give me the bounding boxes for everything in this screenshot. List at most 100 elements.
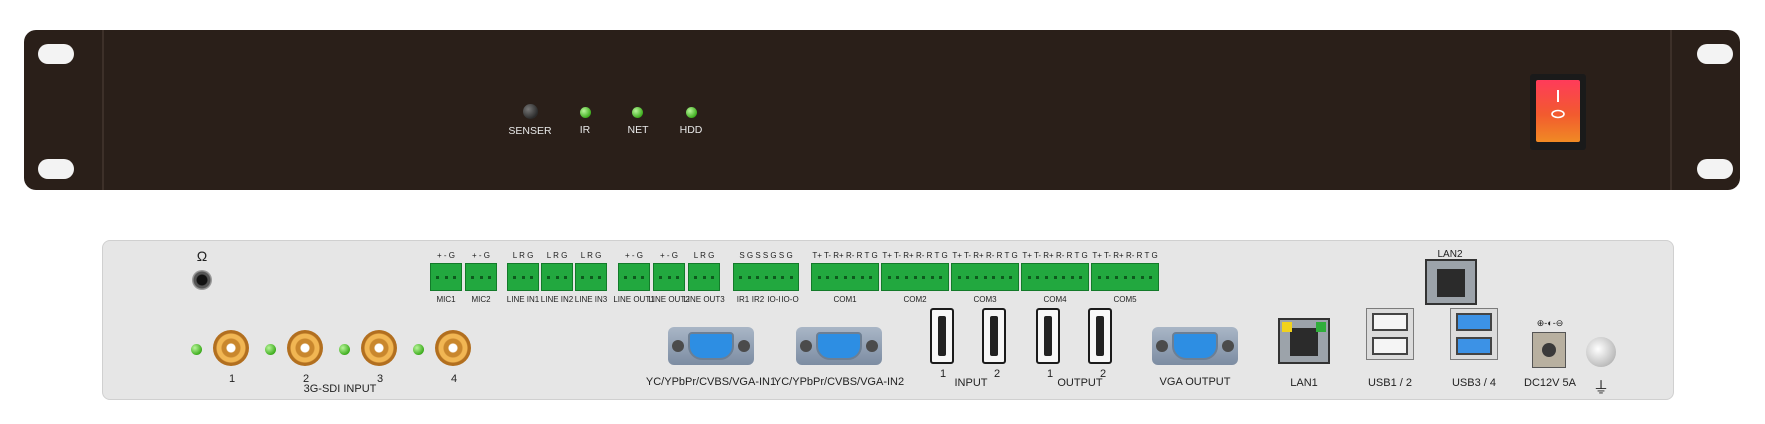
com-label: COM2 xyxy=(903,295,927,304)
audio-pin-labels: + - G xyxy=(471,251,490,260)
lan2-port[interactable] xyxy=(1425,259,1477,305)
com-pin-labels: T+ T- R+ R- R T G xyxy=(1092,251,1158,260)
senser-window xyxy=(523,104,538,119)
audio-pin-labels: L R G xyxy=(580,251,602,260)
com-terminal-block[interactable] xyxy=(1021,263,1089,291)
ir2-label: IR2 xyxy=(751,295,765,304)
audio-block-label: LINE OUT3 xyxy=(683,295,725,304)
audio-terminal-block[interactable] xyxy=(465,263,497,291)
audio-pin-labels: L R G xyxy=(693,251,715,260)
sdi-number: 4 xyxy=(450,373,458,385)
hdmi-input-1-port[interactable] xyxy=(930,308,954,364)
com-label: COM5 xyxy=(1113,295,1137,304)
power-switch-symbols-icon xyxy=(1551,90,1565,119)
audio-block-label: LINE OUT1 xyxy=(613,295,655,304)
hdmi-output-label: OUTPUT xyxy=(1057,377,1103,389)
ir1-label: IR1 xyxy=(736,295,750,304)
front-panel xyxy=(24,30,1740,190)
hdmi-input-number: 2 xyxy=(993,368,1001,380)
audio-terminal-block[interactable] xyxy=(653,263,685,291)
rack-mount-hole xyxy=(1697,44,1733,64)
hdd-label: HDD xyxy=(679,124,703,136)
sdi4-led-indicator xyxy=(413,344,424,355)
sdi1-led-indicator xyxy=(191,344,202,355)
lan2-label: LAN2 xyxy=(1437,249,1463,260)
com-label: COM3 xyxy=(973,295,997,304)
hdmi-output-number: 1 xyxy=(1046,368,1054,380)
sdi-number: 2 xyxy=(302,373,310,385)
ground-icon: ⏚ xyxy=(1592,380,1609,397)
sdi-number: 3 xyxy=(376,373,384,385)
audio-pin-labels: + - G xyxy=(659,251,678,260)
hdmi-input-2-port[interactable] xyxy=(982,308,1006,364)
audio-terminal-block[interactable] xyxy=(541,263,573,291)
audio-pin-labels: + - G xyxy=(436,251,455,260)
com-label: COM4 xyxy=(1043,295,1067,304)
sdi-input-3-bnc[interactable] xyxy=(361,330,397,366)
headphone-jack[interactable] xyxy=(192,270,212,290)
rack-mount-hole xyxy=(38,159,74,179)
rack-ear-divider xyxy=(1670,30,1672,190)
sdi2-led-indicator xyxy=(265,344,276,355)
net-label: NET xyxy=(627,124,649,136)
hdmi-output-1-port[interactable] xyxy=(1036,308,1060,364)
com-terminal-block[interactable] xyxy=(951,263,1019,291)
vga-in2-label: YC/YPbPr/CVBS/VGA-IN2 xyxy=(773,376,905,388)
audio-block-label: MIC1 xyxy=(436,295,456,304)
sdi-input-2-bnc[interactable] xyxy=(287,330,323,366)
hdmi-input-label: INPUT xyxy=(954,377,988,389)
audio-pin-labels: + - G xyxy=(624,251,643,260)
sdi-input-1-bnc[interactable] xyxy=(213,330,249,366)
audio-block-label: LINE OUT2 xyxy=(648,295,690,304)
dc-power-jack[interactable] xyxy=(1532,332,1566,368)
com-pin-labels: T+ T- R+ R- R T G xyxy=(882,251,948,260)
net-led-indicator xyxy=(632,107,643,118)
lan1-label: LAN1 xyxy=(1290,377,1318,389)
senser-label: SENSER xyxy=(508,125,552,137)
vga-output-port[interactable] xyxy=(1152,327,1238,365)
headphone-icon: Ω xyxy=(196,248,208,264)
hdmi-input-number: 1 xyxy=(939,368,947,380)
vga-in1-port[interactable] xyxy=(668,327,754,365)
hdd-led-indicator xyxy=(686,107,697,118)
rack-ear-divider xyxy=(102,30,104,190)
com-terminal-block[interactable] xyxy=(811,263,879,291)
audio-terminal-block[interactable] xyxy=(430,263,462,291)
dc-polarity-icon: ⊕-◐-⊖ xyxy=(1536,318,1564,328)
audio-block-label: LINE IN1 xyxy=(506,295,540,304)
usb1-2-label: USB1 / 2 xyxy=(1367,377,1413,389)
audio-terminal-block[interactable] xyxy=(575,263,607,291)
rack-mount-hole xyxy=(38,44,74,64)
hdmi-output-2-port[interactable] xyxy=(1088,308,1112,364)
lan1-port[interactable] xyxy=(1278,318,1330,364)
io-o-label: IO-O xyxy=(781,295,799,304)
lan1-activity-led xyxy=(1316,322,1326,332)
audio-terminal-block[interactable] xyxy=(618,263,650,291)
sdi-input-label: 3G-SDI INPUT xyxy=(303,383,377,395)
vga-in1-label: YC/YPbPr/CVBS/VGA-IN1 xyxy=(645,376,777,388)
ir-led-indicator xyxy=(580,107,591,118)
audio-terminal-block[interactable] xyxy=(507,263,539,291)
rack-mount-hole xyxy=(1697,159,1733,179)
vga-in2-port[interactable] xyxy=(796,327,882,365)
audio-terminal-block[interactable] xyxy=(688,263,720,291)
audio-block-label: LINE IN3 xyxy=(574,295,608,304)
ir-label: IR xyxy=(579,124,591,136)
ground-screw[interactable] xyxy=(1586,337,1616,367)
lan1-link-led xyxy=(1282,322,1292,332)
io-terminal-block[interactable] xyxy=(733,263,799,291)
com-terminal-block[interactable] xyxy=(1091,263,1159,291)
com-label: COM1 xyxy=(833,295,857,304)
usb3-4-label: USB3 / 4 xyxy=(1451,377,1497,389)
sdi-input-4-bnc[interactable] xyxy=(435,330,471,366)
audio-block-label: LINE IN2 xyxy=(540,295,574,304)
com-pin-labels: T+ T- R+ R- R T G xyxy=(952,251,1018,260)
com-pin-labels: T+ T- R+ R- R T G xyxy=(1022,251,1088,260)
usb3-4-port[interactable] xyxy=(1450,308,1498,360)
io-i-label: IO-I xyxy=(767,295,781,304)
power-rocker-switch[interactable] xyxy=(1536,80,1580,142)
com-terminal-block[interactable] xyxy=(881,263,949,291)
usb1-2-port[interactable] xyxy=(1366,308,1414,360)
audio-block-label: MIC2 xyxy=(471,295,491,304)
vga-output-label: VGA OUTPUT xyxy=(1159,376,1231,388)
